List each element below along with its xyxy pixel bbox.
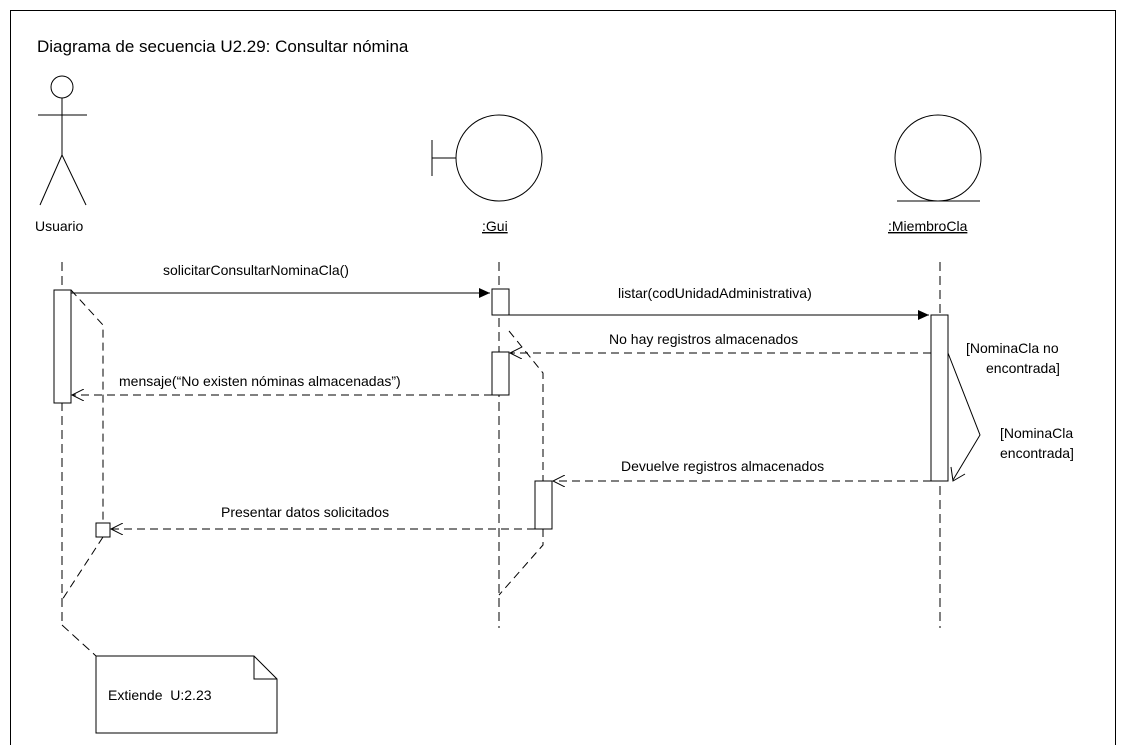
participant-gui-label: :Gui — [482, 218, 508, 234]
note-anchor-line — [61, 624, 97, 657]
guard-encontrada-line2: encontrada] — [1000, 445, 1074, 461]
alt-flow-arrowhead — [950, 466, 966, 482]
actor-usuario[interactable]: Usuario — [35, 75, 87, 234]
diagram-frame — [10, 10, 1116, 750]
participant-miembrocla[interactable]: :MiembroCla — [888, 114, 982, 234]
guard-no-encontrada-line1: [NominaCla no — [966, 340, 1059, 356]
actor-usuario-label: Usuario — [35, 218, 83, 234]
message-mensaje-label: mensaje(“No existen nóminas almacenadas”… — [119, 373, 401, 389]
flow-gui-down — [508, 330, 544, 481]
flow-usuario-down — [70, 289, 104, 523]
diagram-title: Diagrama de secuencia U2.29: Consultar n… — [37, 37, 409, 56]
message-devuelve-label: Devuelve registros almacenados — [621, 458, 824, 474]
guard-encontrada-line1: [NominaCla — [1000, 425, 1073, 441]
activation-usuario — [53, 289, 72, 404]
note-shape — [95, 655, 278, 734]
flow-gui-return — [498, 529, 544, 596]
message-listar-label: listar(codUnidadAdministrativa) — [618, 285, 812, 301]
message-solicitar-label: solicitarConsultarNominaCla() — [163, 262, 349, 278]
alt-flow-line — [947, 352, 981, 481]
participant-gui[interactable]: :Gui — [431, 114, 543, 234]
activation-miembrocla — [930, 314, 949, 482]
boundary-icon — [431, 114, 543, 202]
message-no-hay-label: No hay registros almacenados — [609, 331, 798, 347]
flow-usuario-return — [61, 536, 104, 601]
entity-icon — [894, 114, 982, 202]
message-presentar-label: Presentar datos solicitados — [221, 504, 389, 520]
participant-miembrocla-label: :MiembroCla — [888, 218, 968, 234]
activation-gui-1 — [491, 288, 510, 316]
note-fold — [253, 656, 277, 680]
activation-gui-2 — [491, 351, 510, 396]
activation-usuario-2 — [95, 522, 111, 538]
note-extiende[interactable]: Extiende U:2.23 — [95, 655, 278, 734]
note-text: Extiende U:2.23 — [108, 687, 212, 703]
activation-gui-3 — [534, 480, 553, 530]
stick-figure-icon — [38, 75, 87, 206]
guard-no-encontrada-line2: encontrada] — [986, 360, 1060, 376]
